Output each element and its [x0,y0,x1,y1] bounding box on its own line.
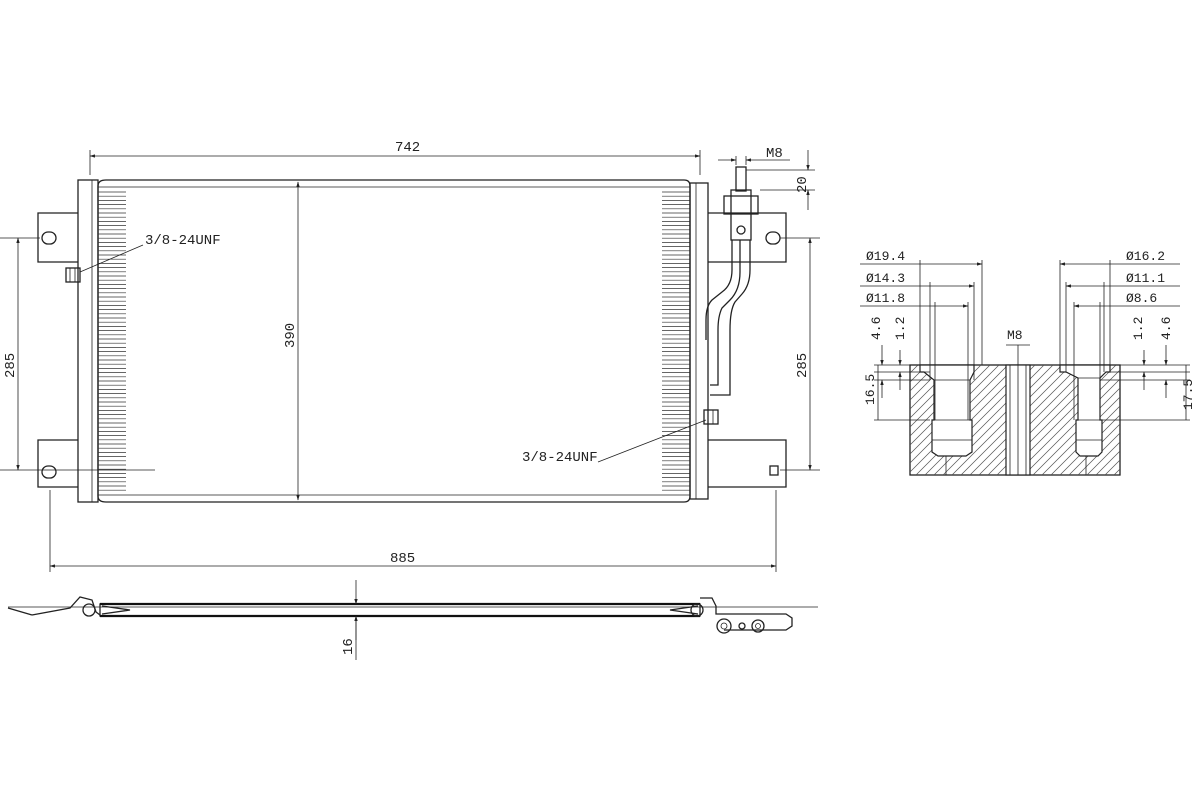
right-depth2-label: 4.6 [1159,317,1174,340]
right-header-tank [689,182,709,500]
height-dimension: 390 [283,181,300,501]
core-fins-left [98,191,126,491]
width-dimension: 742 [89,140,701,175]
thread-callout-bottom: 3/8-24UNF [522,419,707,466]
right-port-diameters: Ø16.2 Ø11.1 Ø8.6 [1059,249,1180,420]
thread-top-label: 3/8-24UNF [145,233,221,249]
left-bracket-bottom [37,439,78,488]
left-port-bore [919,364,975,475]
front-view: 742 390 285 285 M8 [0,140,820,572]
thickness-dimension: 16 [341,580,358,660]
condenser-core [97,179,691,503]
left-bracket-spacing-dimension: 285 [0,237,155,471]
left-bracket-top [37,212,78,263]
right-spacing-label: 285 [795,353,811,378]
center-bolt-dimension: M8 [1006,328,1030,475]
left-height-label: 16.5 [863,374,878,405]
thread-callout-top: 3/8-24UNF [79,233,221,273]
right-bracket-bottom [708,439,787,488]
bolt-dimension: M8 20 [718,146,815,210]
overall-dim-label: 885 [390,551,415,567]
thread-fitting-bottom-icon [703,409,719,425]
overall-width-dimension: 885 [49,490,777,572]
width-dim-label: 742 [395,140,420,156]
left-spacing-label: 285 [3,353,19,378]
height-dim-label: 390 [283,323,299,348]
right-d2-label: Ø11.1 [1126,271,1165,286]
right-height-label: 17.5 [1181,379,1196,410]
left-d3-label: Ø11.8 [866,291,905,306]
left-depth2-label: 1.2 [893,317,908,340]
left-port-depths: 4.6 1.2 16.5 [863,317,930,421]
right-d1-label: Ø16.2 [1126,249,1165,264]
right-bracket-spacing-dimension: 285 [780,237,820,471]
left-depth1-label: 4.6 [869,317,884,340]
left-d2-label: Ø14.3 [866,271,905,286]
core-fins-right [662,191,690,491]
side-view: 16 [7,580,818,660]
section-view: Ø19.4 Ø14.3 Ø11.8 4.6 1.2 16.5 M8 [860,249,1196,476]
outlet-pipe [705,166,759,396]
right-bracket-top [708,212,787,263]
left-port-diameters: Ø19.4 Ø14.3 Ø11.8 [860,249,983,420]
left-header-tank [77,179,99,503]
right-d3-label: Ø8.6 [1126,291,1157,306]
thread-fitting-top-icon [65,267,81,283]
bolt-height-label: 20 [795,176,811,193]
thickness-dim-label: 16 [341,638,357,655]
center-bolt-label: M8 [1007,328,1023,343]
left-d1-label: Ø19.4 [866,249,905,264]
bolt-dim-label: M8 [766,146,783,162]
right-port-depths: 1.2 4.6 17.5 [1100,317,1196,421]
thread-bottom-label: 3/8-24UNF [522,450,598,466]
right-depth1-label: 1.2 [1131,317,1146,340]
